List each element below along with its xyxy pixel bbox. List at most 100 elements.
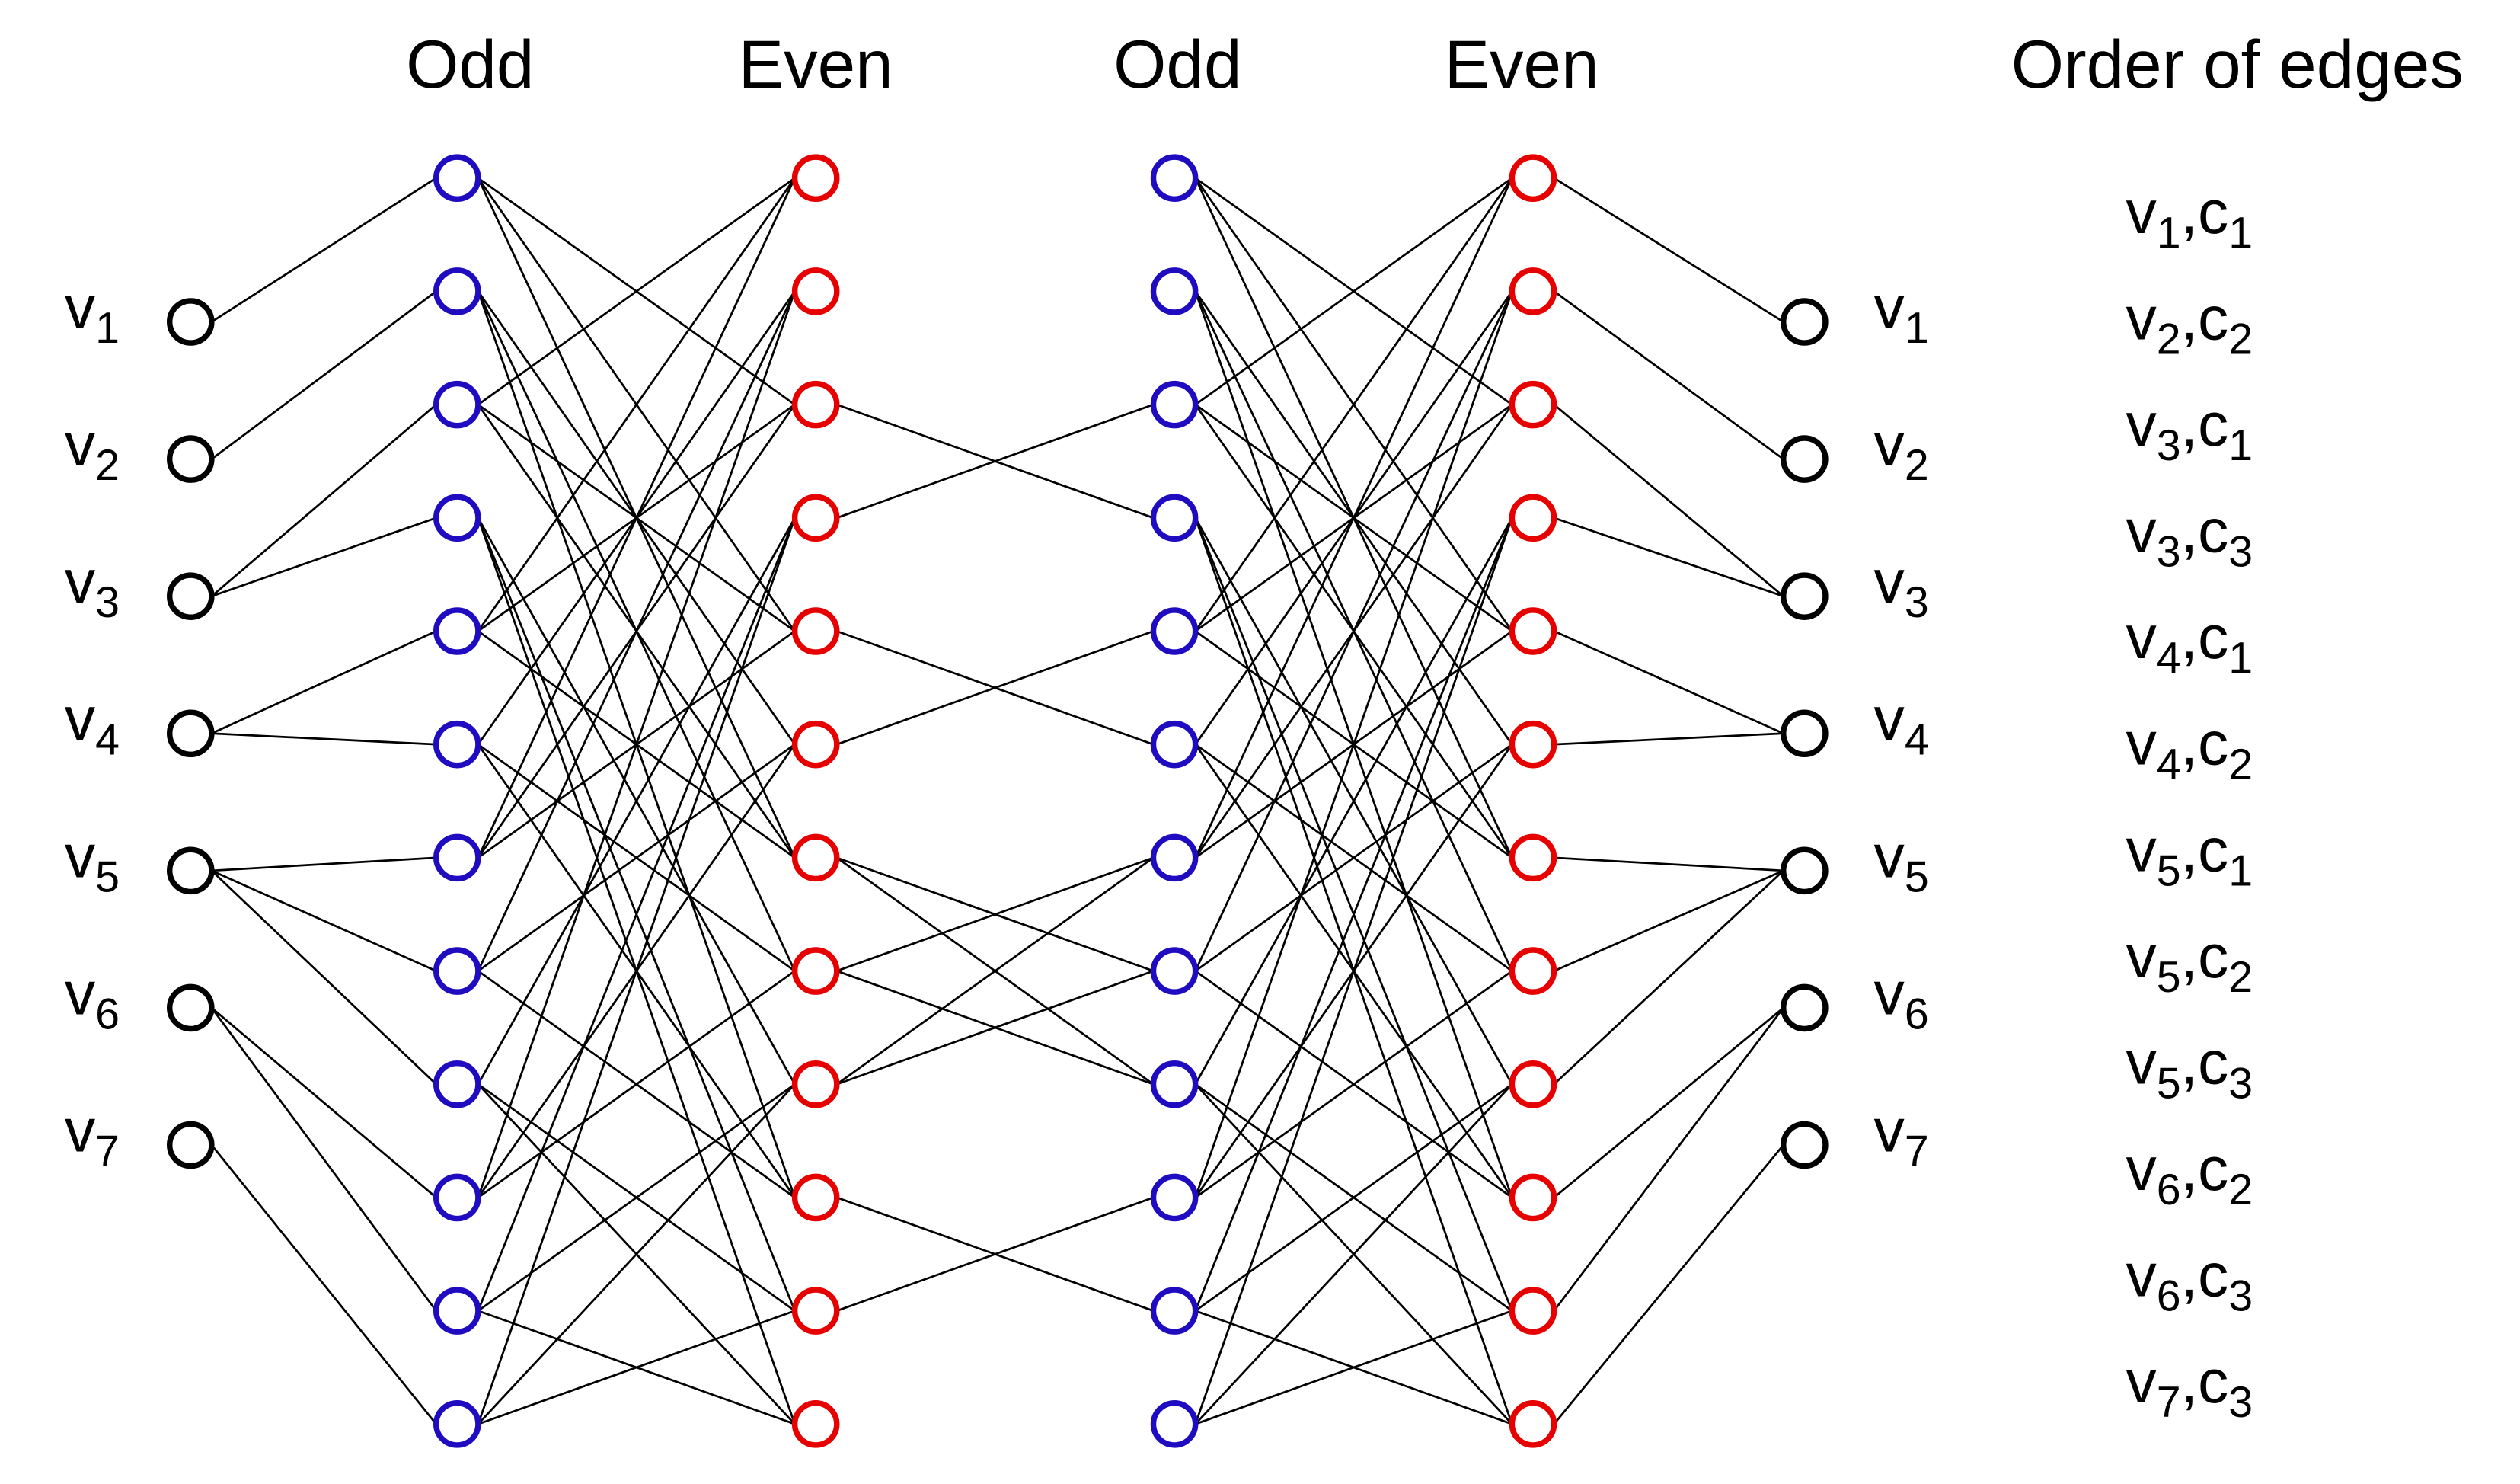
edge-order-item: v3,c1: [2126, 391, 2253, 470]
vertex-letter: v: [1874, 273, 1905, 342]
edge-order-part: v: [2126, 284, 2157, 353]
vertex-index: 7: [95, 1127, 120, 1176]
edge-order-part: c: [2198, 1348, 2228, 1416]
edge-order-part: c: [2198, 284, 2228, 353]
edge-order-part: ,: [2181, 710, 2198, 779]
odd-node: [1150, 607, 1199, 655]
vertex-label-left: v4: [65, 685, 120, 764]
vertex-letter: v: [1874, 685, 1905, 753]
even-node: [1509, 947, 1557, 995]
edge-odd-to-even-color: [477, 1310, 796, 1425]
vertex-index: 2: [1905, 441, 1929, 490]
even-node: [791, 833, 840, 882]
edge-even-to-vertex: [1554, 517, 1784, 597]
vertex-label-left: v7: [65, 1097, 120, 1176]
vertex-node-right: [1781, 298, 1829, 346]
odd-node: [433, 380, 481, 429]
vertex-index: 5: [95, 852, 120, 901]
even-node: [791, 947, 840, 995]
vertex-index: 6: [95, 990, 120, 1039]
even-node: [791, 1400, 840, 1448]
vertex-letter: v: [65, 959, 96, 1028]
even-node: [1509, 720, 1557, 769]
edge-order-item: v2,c2: [2126, 284, 2253, 363]
vertex-node-right: [1781, 1121, 1829, 1169]
edge-order-item: v6,c3: [2126, 1242, 2253, 1321]
edge-even-to-vertex: [1553, 869, 1784, 972]
edge-even-to-odd-vertex: [836, 856, 1154, 972]
even-node: [1509, 1287, 1557, 1335]
edge-order-part: 3: [2157, 528, 2181, 577]
edge-even-to-odd-vertex: [836, 630, 1154, 746]
edge-vertex-to-odd: [210, 1007, 437, 1312]
edge-order-item: v7,c3: [2126, 1348, 2253, 1427]
even-node: [791, 720, 840, 769]
edge-odd-to-even-color: [1194, 517, 1513, 1425]
edge-vertex-to-odd: [211, 732, 436, 746]
edge-even-to-vertex: [1553, 290, 1784, 460]
odd-node: [1150, 720, 1199, 769]
edge-vertex-to-odd: [211, 290, 437, 460]
edge-order-part: 5: [2157, 1060, 2181, 1108]
vertex-node-right: [1781, 435, 1829, 483]
edge-even-to-odd-vertex: [836, 403, 1154, 520]
edge-order-part: 1: [2228, 421, 2253, 470]
edge-order-part: v: [2126, 497, 2157, 566]
vertex-label-left: v3: [65, 548, 120, 627]
vertex-label-left: v1: [65, 273, 120, 353]
edge-order-part: 3: [2228, 1378, 2253, 1427]
vertex-letter: v: [1874, 548, 1905, 616]
edge-odd-to-even-color: [477, 970, 796, 1199]
vertex-label-right: v1: [1874, 273, 1929, 353]
edge-odd-to-even-color: [477, 177, 796, 406]
edge-order-item: v4,c1: [2126, 603, 2253, 683]
odd-node: [433, 494, 481, 542]
edge-order-part: v: [2126, 178, 2157, 247]
edge-order-part: 4: [2157, 740, 2181, 789]
vertex-index: 3: [1905, 578, 1929, 627]
vertex-node-left: [167, 298, 215, 346]
edge-vertex-to-odd: [210, 1006, 437, 1199]
vertex-letter: v: [65, 273, 96, 342]
header-order-of-edges: Order of edges: [2011, 26, 2464, 102]
edge-order-part: ,: [2181, 1348, 2198, 1416]
vertex-letter: v: [65, 822, 96, 891]
even-node: [1509, 607, 1557, 655]
edge-order-part: c: [2198, 603, 2228, 672]
edge-order-part: 5: [2157, 953, 2181, 1002]
edge-vertex-to-odd: [210, 404, 437, 597]
vertex-label-right: v4: [1874, 685, 1929, 764]
odd-node: [433, 1173, 481, 1222]
vertex-label-left: v6: [65, 959, 120, 1038]
odd-node: [433, 154, 481, 203]
edge-even-to-vertex: [1553, 630, 1784, 735]
vertex-node-left: [167, 709, 215, 758]
edge-order-part: 3: [2228, 1272, 2253, 1321]
odd-node: [1150, 154, 1199, 203]
odd-node: [1150, 267, 1199, 315]
vertex-letter: v: [65, 548, 96, 616]
even-node: [1509, 833, 1557, 882]
vertex-label-right: v3: [1874, 548, 1929, 627]
even-node: [1509, 494, 1557, 542]
vertex-letter: v: [1874, 411, 1905, 479]
vertex-node-left: [167, 846, 215, 895]
edge-even-to-vertex: [1553, 1006, 1784, 1199]
edge-order-part: 4: [2157, 634, 2181, 683]
edge-order-item: v5,c1: [2126, 816, 2253, 895]
even-node: [1509, 1400, 1557, 1448]
edge-order-part: v: [2126, 391, 2157, 459]
odd-node: [433, 607, 481, 655]
edge-odd-to-even-color: [477, 517, 796, 1425]
edge-vertex-to-odd: [211, 630, 437, 735]
vertex-label-left: v5: [65, 822, 120, 901]
edge-order-item: v5,c3: [2126, 1028, 2253, 1108]
vertex-index: 3: [95, 578, 120, 627]
edge-odd-to-even-color: [477, 517, 796, 1312]
vertex-node-left: [167, 1121, 215, 1169]
even-node: [791, 267, 840, 315]
edge-odd-to-even-color: [1194, 177, 1513, 406]
nodes: [167, 154, 1829, 1448]
